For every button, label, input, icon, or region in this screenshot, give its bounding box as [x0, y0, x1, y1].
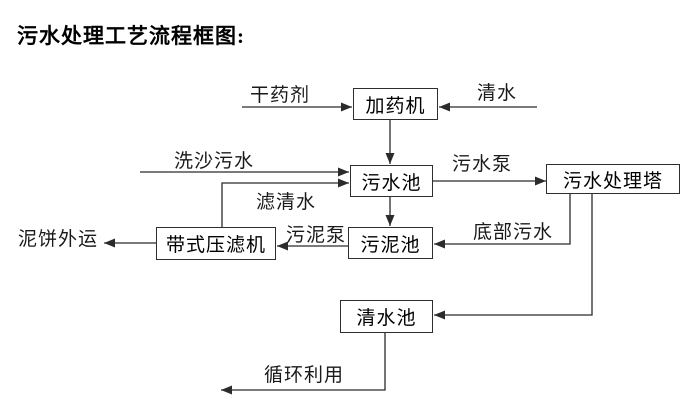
edge-label-recycling: 循环利用 [264, 365, 345, 386]
node-sewage-pool-label: 污水池 [361, 172, 422, 194]
node-sludge-pool-label: 污泥池 [360, 234, 421, 256]
edge-label-mud-cake-outbound: 泥饼外运 [18, 229, 99, 250]
node-clear-water-pool: 清水池 [340, 300, 433, 333]
edge-label-dry-chemical: 干药剂 [250, 85, 311, 106]
arrow-filtered-water-press-to-sewage-pool [221, 178, 349, 227]
page-title: 污水处理工艺流程框图: [17, 24, 245, 48]
edge-label-clear-water: 清水 [477, 83, 518, 104]
node-treatment-tower-label: 污水处理塔 [562, 170, 663, 192]
edge-label-sewage-pump: 污水泵 [452, 154, 513, 175]
node-belt-filter-press: 带式压滤机 [156, 227, 276, 260]
edge-label-filtered-water: 滤清水 [256, 192, 317, 213]
node-dosing-machine: 加药机 [353, 88, 438, 120]
node-belt-filter-press-label: 带式压滤机 [165, 235, 266, 256]
node-clear-water-pool-label: 清水池 [356, 308, 417, 329]
edge-label-sludge-pump: 污泥泵 [286, 225, 347, 246]
edge-label-bottom-sewage: 底部污水 [473, 222, 554, 243]
arrow-treatment-tower-to-clear-water-pool [434, 194, 593, 320]
node-treatment-tower: 污水处理塔 [546, 164, 680, 194]
node-sludge-pool: 污泥池 [348, 227, 433, 259]
edge-label-sand-washing-sewage: 洗沙污水 [174, 151, 255, 172]
arrow-bottom-sewage-tower-to-sludge-pool [434, 194, 571, 249]
arrow-clear-water-pool-to-recycling [221, 333, 386, 395]
node-dosing-machine-label: 加药机 [365, 95, 426, 117]
node-sewage-pool: 污水池 [350, 165, 433, 197]
